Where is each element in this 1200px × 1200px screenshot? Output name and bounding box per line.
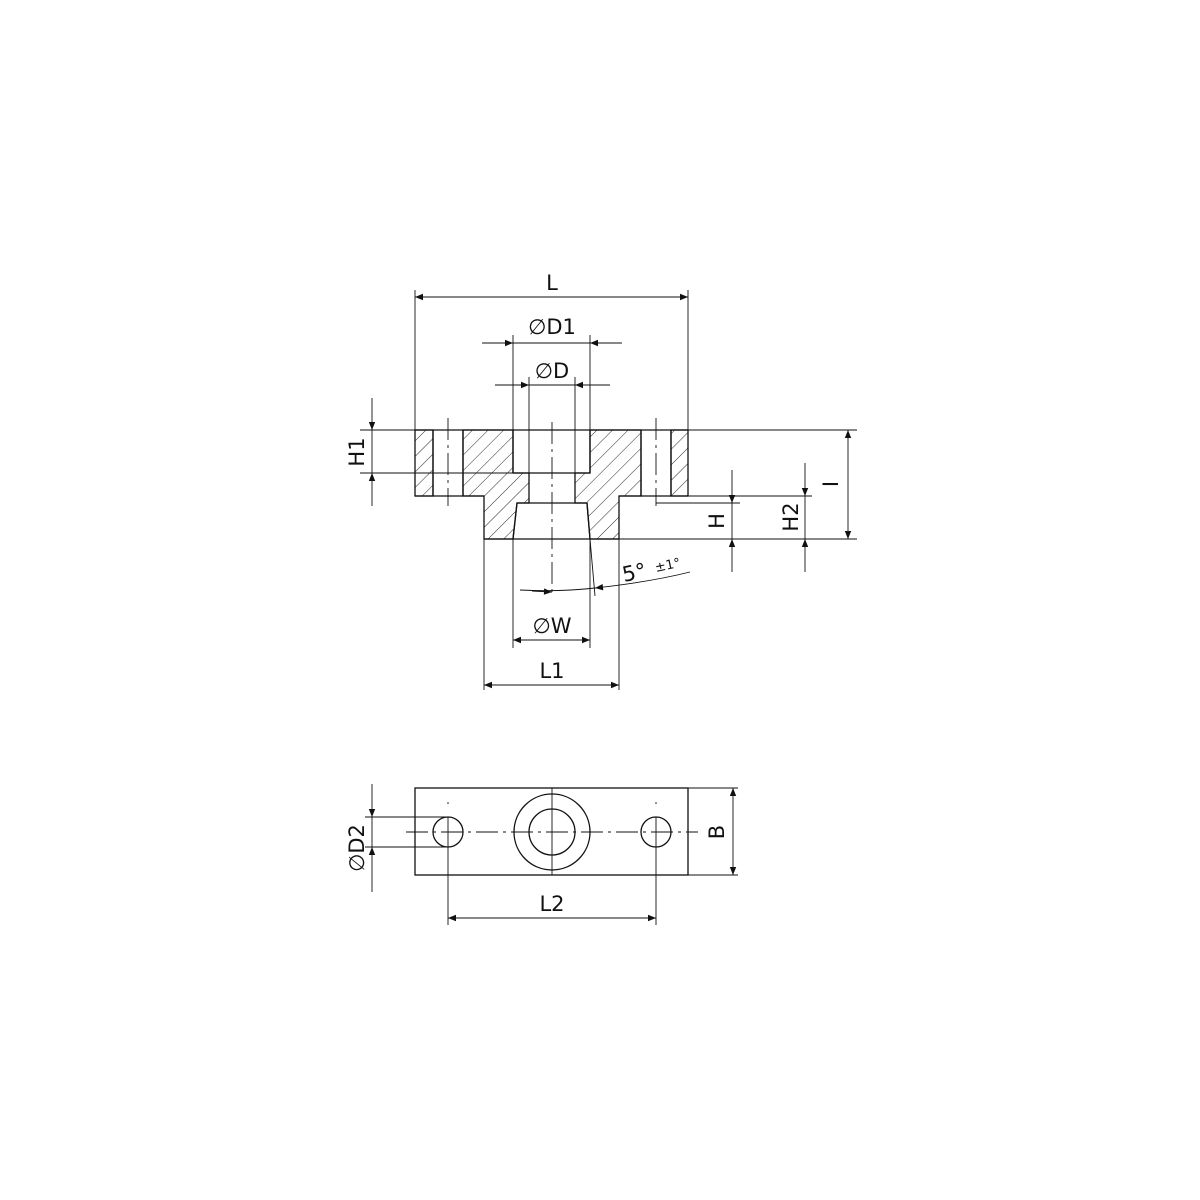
angle-arc xyxy=(519,587,596,592)
dim-label-B: B xyxy=(705,825,729,839)
dim-label-W: ∅W xyxy=(532,614,571,638)
section-right-end xyxy=(670,429,689,497)
plate-outline xyxy=(414,787,689,876)
dim-label-D1: ∅D1 xyxy=(528,315,576,339)
dim-label-angle-tolerance: ±1° xyxy=(654,556,682,576)
dim-label-D2: ∅D2 xyxy=(345,824,369,872)
section-view: L ∅D1 ∅D H1 H xyxy=(345,271,857,690)
section-left-end xyxy=(414,429,434,497)
dim-label-angle: 5° xyxy=(620,558,648,586)
dim-label-L1: L1 xyxy=(539,659,564,683)
dim-label-I: I xyxy=(819,481,843,487)
dim-label-H1: H1 xyxy=(345,437,369,466)
dim-label-L2: L2 xyxy=(539,892,564,916)
dim-label-L: L xyxy=(546,271,558,295)
dim-label-D: ∅D xyxy=(535,359,569,383)
section-left-body xyxy=(462,429,530,540)
section-right-body xyxy=(574,429,642,540)
dim-label-H: H xyxy=(705,513,729,529)
top-view: ∅D2 B L2 xyxy=(345,784,738,925)
dim-label-H2: H2 xyxy=(779,502,803,531)
